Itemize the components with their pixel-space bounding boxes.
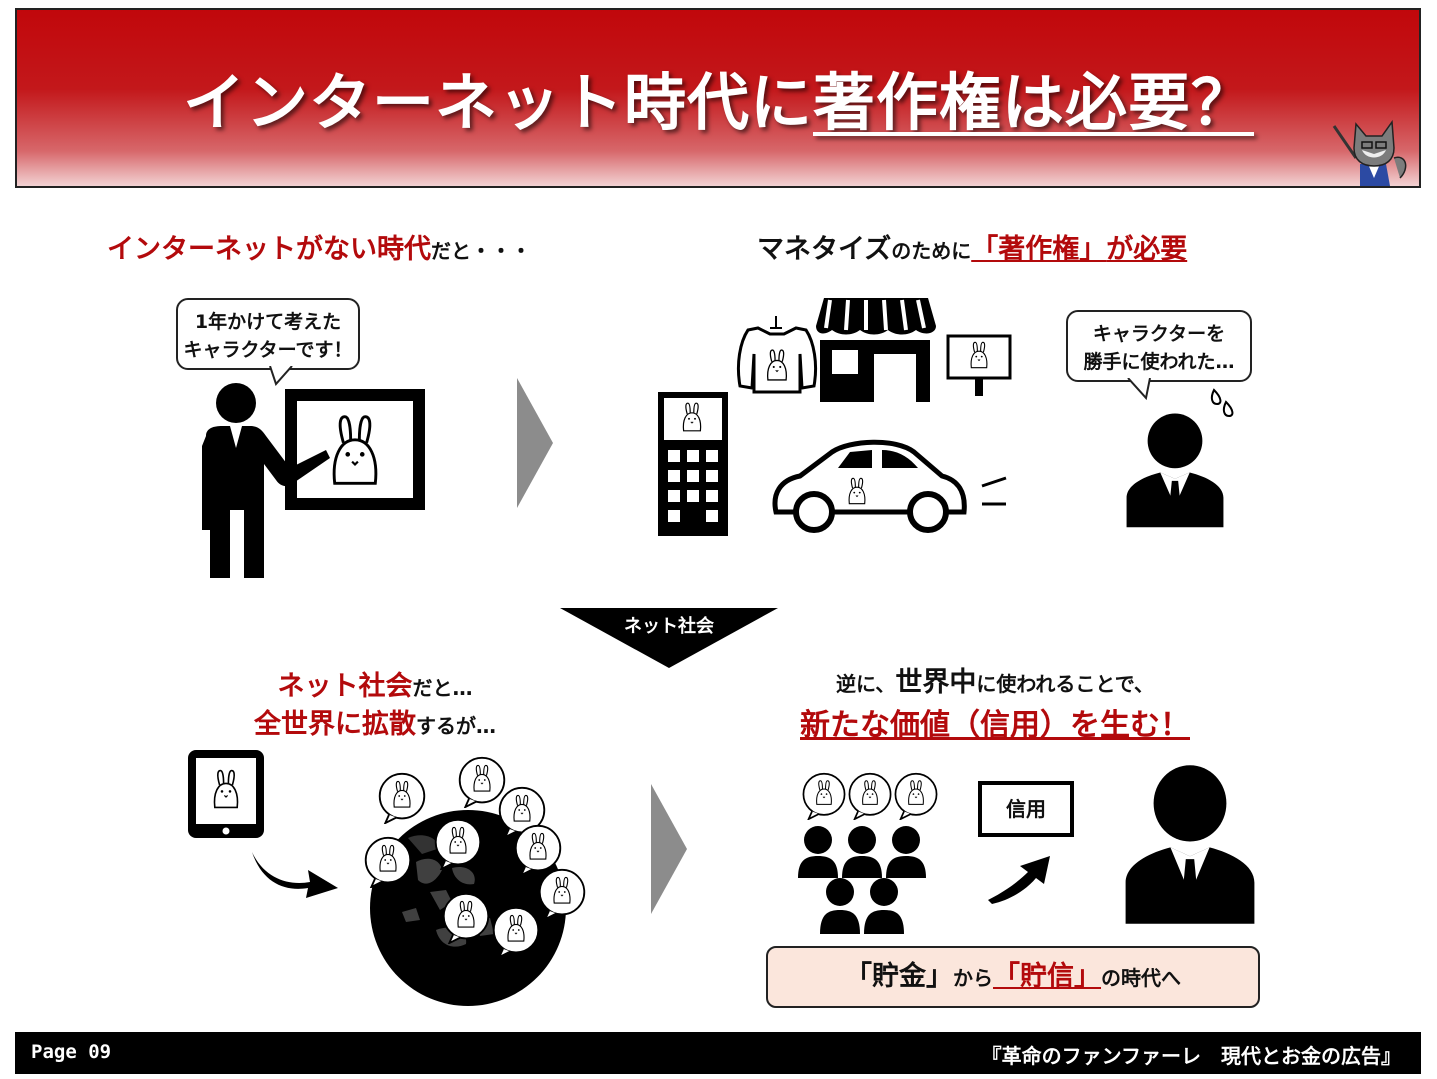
- creator-person-icon: [1125, 765, 1255, 924]
- title-bar: [15, 8, 1421, 188]
- worldwide-text: 世界中: [895, 667, 977, 698]
- wolf-mascot-icon: [1332, 119, 1407, 186]
- page-number: Page 09: [31, 1041, 112, 1063]
- top-left-heading: インターネットがない時代だと・・・: [107, 227, 531, 266]
- heading-copyright: 「著作権」: [971, 234, 1107, 265]
- savings-trust-text: 「貯信」: [993, 961, 1101, 992]
- owner-person-icon: [1126, 413, 1224, 528]
- spread-text: 拡散: [362, 709, 416, 740]
- net-society-text: ネット社会: [277, 671, 413, 702]
- phone-building-icon: [658, 392, 728, 536]
- presenter-icon: [202, 383, 425, 578]
- savings-money-text: 「貯金」: [845, 961, 953, 992]
- car-icon: [772, 439, 1007, 533]
- owner-bubble-line2: 勝手に使われた…: [1083, 351, 1235, 373]
- transition-label: ネット社会: [624, 616, 714, 637]
- heading-needed: が必要: [1106, 234, 1188, 265]
- whole-world-text: 全世界に: [254, 709, 362, 740]
- tablet-icon: [188, 750, 264, 838]
- heading-monetize: マネタイズ: [757, 234, 892, 265]
- transition-arrow: [560, 608, 778, 668]
- crowd-icon: [798, 768, 952, 934]
- owner-bubble-tail: [1127, 378, 1151, 400]
- credit-sign: 信用: [978, 781, 1074, 837]
- heading-for: のために: [891, 239, 972, 263]
- bottom-left-line2: 全世界に拡散するが…: [130, 702, 620, 741]
- new-value-text: 新たな価値（信用）を生む！: [800, 708, 1190, 743]
- bottom-right-line1: 逆に、世界中に使われることで、: [770, 660, 1220, 699]
- spread-tail: するが…: [416, 714, 496, 738]
- top-left-heading-main: インターネットがない時代: [107, 234, 431, 265]
- creator-bubble-tail: [269, 366, 293, 386]
- curved-arrow-icon: [252, 852, 338, 898]
- page-title: インターネット時代に著作権は必要？: [0, 52, 1437, 142]
- owner-speech-bubble: キャラクターを 勝手に使われた…: [1066, 310, 1252, 382]
- title-part1: インターネット時代に: [182, 66, 813, 139]
- store-icon: [816, 298, 936, 402]
- owner-bubble-line1: キャラクターを: [1092, 323, 1226, 345]
- bottom-left-line1: ネット社会だと…: [130, 664, 620, 703]
- creator-bubble-line2: キャラクターです！: [183, 339, 353, 361]
- globe-icon: [356, 752, 596, 1006]
- sweat-icon: [1210, 388, 1234, 418]
- top-right-heading: マネタイズのために「著作権」が必要: [757, 227, 1187, 266]
- top-left-heading-tail: だと・・・: [431, 239, 531, 263]
- savings-box: 「貯金」から「貯信」の時代へ: [766, 946, 1260, 1008]
- creator-bubble-line1: 1年かけて考えた: [194, 311, 342, 333]
- arrow-right-icon: [517, 378, 553, 508]
- used-text: に使われることで、: [976, 672, 1154, 696]
- era-text: の時代へ: [1101, 966, 1181, 990]
- merchandise-illustration: [658, 298, 1012, 536]
- net-society-tail: だと…: [412, 676, 473, 700]
- creator-speech-bubble: 1年かけて考えた キャラクターです！: [176, 298, 360, 370]
- signboard-icon: [946, 334, 1012, 396]
- from-text: から: [953, 966, 993, 990]
- book-title: 『革命のファンファーレ 現代とお金の広告』: [981, 1044, 1401, 1068]
- rising-arrow-icon: [988, 856, 1050, 904]
- arrow-right-icon: [651, 784, 687, 914]
- title-part2: 著作権は必要？: [813, 66, 1255, 139]
- footer-bar: Page 09 『革命のファンファーレ 現代とお金の広告』: [15, 1032, 1421, 1074]
- conversely-text: 逆に、: [835, 672, 896, 696]
- shirt-icon: [736, 316, 818, 394]
